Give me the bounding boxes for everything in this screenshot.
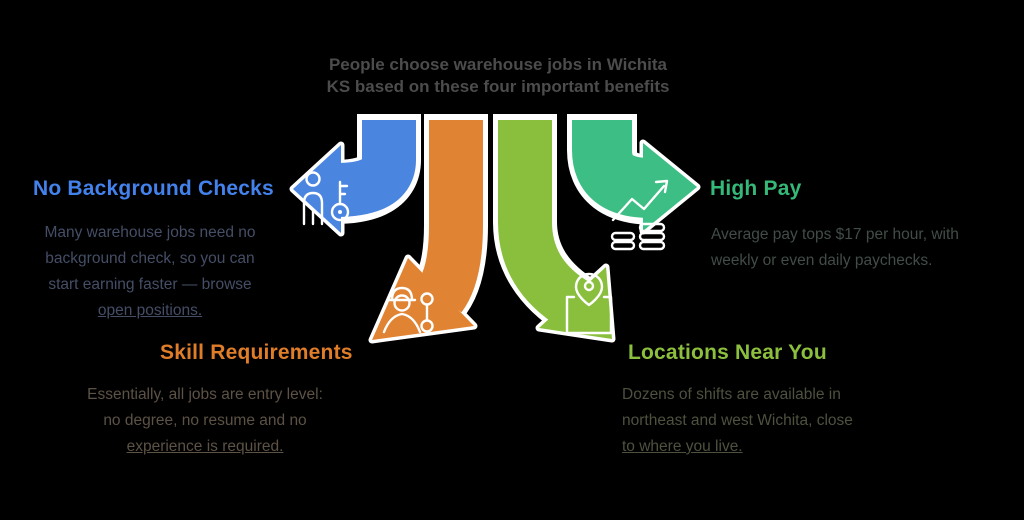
locations-near-you-description: Dozens of shifts are available in northe… (622, 382, 917, 460)
green-arrow (567, 114, 701, 251)
no-background-checks-description: Many warehouse jobs need no background c… (26, 220, 274, 324)
skill-requirements-link[interactable]: experience is required. (126, 438, 284, 455)
description-line: weekly or even daily paychecks. (711, 252, 933, 269)
description-line: Average pay tops $17 per hour, with (711, 226, 959, 243)
high-pay-heading: High Pay (710, 177, 802, 200)
description-line: no degree, no resume and no (103, 412, 307, 429)
high-pay-description: Average pay tops $17 per hour, with week… (711, 222, 996, 274)
description-line: Essentially, all jobs are entry level: (87, 386, 323, 403)
worker-wrench-icon (382, 286, 434, 334)
locations-near-you-link[interactable]: to where you live. (622, 438, 743, 455)
description-line: northeast and west Wichita, close (622, 412, 853, 429)
page-title-line1: People choose warehouse jobs in Wichita (328, 55, 668, 74)
chart-coins-icon (610, 179, 669, 251)
skill-requirements-heading: Skill Requirements (160, 341, 353, 364)
no-background-checks-link[interactable]: open positions. (97, 302, 203, 319)
blue-arrow (289, 114, 421, 237)
no-background-checks-heading: No Background Checks (33, 177, 274, 200)
description-line: Dozens of shifts are available in (622, 386, 841, 403)
skill-requirements-description: Essentially, all jobs are entry level: n… (55, 382, 355, 460)
locations-near-you-heading: Locations Near You (628, 341, 827, 364)
orange-arrow (368, 114, 488, 344)
description-line: background check, so you can (45, 250, 255, 267)
description-line: start earning faster — browse (48, 276, 252, 293)
map-pin-box-icon (565, 272, 613, 335)
light-green-arrow (493, 114, 616, 343)
page-title-line2: KS based on these four important benefit… (326, 77, 670, 96)
page-title: People choose warehouse jobs in Wichita … (262, 54, 734, 98)
person-key-icon (302, 171, 350, 226)
description-line: Many warehouse jobs need no (44, 224, 256, 241)
